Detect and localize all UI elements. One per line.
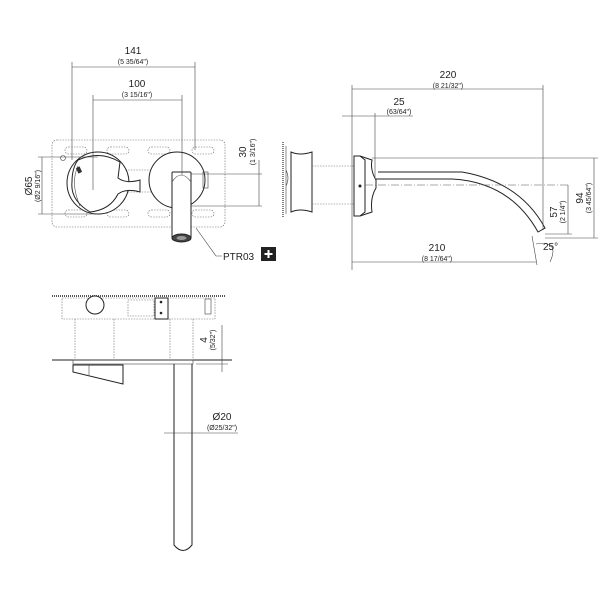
- svg-text:25°: 25°: [543, 242, 558, 253]
- lever-underside: [72, 364, 124, 385]
- dimension-100: 100 (3 15/16"): [92, 79, 183, 190]
- dimension-25: 25 (63/64"): [342, 97, 413, 178]
- svg-text:Ø20: Ø20: [213, 412, 232, 423]
- dimension-30: 30 (1 3/16"): [238, 139, 260, 206]
- dimension-141: 141 (5 35/64"): [71, 46, 196, 160]
- svg-text:94: 94: [575, 192, 586, 204]
- svg-text:Ø65: Ø65: [24, 176, 35, 195]
- front-view: 141 (5 35/64") 100 (3 15/16") Ø65 (Ø2 9/…: [24, 46, 276, 263]
- svg-text:(3 45/64"): (3 45/64"): [586, 183, 593, 214]
- svg-text:220: 220: [440, 70, 457, 81]
- dimension-57: 57 (2 1/4"): [545, 185, 572, 235]
- valve-housing: [61, 297, 216, 320]
- valve-body: [290, 151, 313, 213]
- dimension-diameter-20: Ø20 (Ø25/32"): [164, 412, 238, 434]
- svg-text:(3 15/16"): (3 15/16"): [122, 92, 153, 99]
- svg-text:25: 25: [393, 97, 405, 108]
- svg-text:100: 100: [129, 79, 146, 90]
- dimension-diameter-65: Ø65 (Ø2 9/16"): [24, 156, 98, 215]
- svg-text:(5 35/64"): (5 35/64"): [118, 59, 149, 66]
- svg-text:PTR03: PTR03: [223, 252, 255, 263]
- svg-text:(2 1/4"): (2 1/4"): [560, 201, 567, 224]
- spout-side: [375, 171, 546, 233]
- dimension-210: 210 (8 17/64"): [352, 235, 538, 266]
- dimension-4: 4 (5/32"): [196, 325, 228, 372]
- part-callout: PTR03: [195, 227, 276, 263]
- dimension-220: 220 (8 21/32"): [351, 70, 544, 270]
- svg-text:(Ø2 9/16"): (Ø2 9/16"): [35, 170, 42, 202]
- mounting-plate: [51, 139, 226, 228]
- svg-text:57: 57: [549, 206, 560, 218]
- svg-text:(63/64"): (63/64"): [387, 109, 412, 116]
- plus-icon: [261, 247, 276, 261]
- svg-text:(1 3/16"): (1 3/16"): [250, 139, 257, 166]
- svg-text:(Ø25/32"): (Ø25/32"): [207, 425, 237, 432]
- spout-bottom: [173, 364, 193, 551]
- svg-text:210: 210: [429, 243, 446, 254]
- svg-text:141: 141: [125, 46, 142, 57]
- svg-text:(5/32"): (5/32"): [210, 330, 217, 351]
- svg-text:4: 4: [199, 337, 210, 343]
- bottom-view: 4 (5/32") Ø20 (Ø25/32"): [52, 295, 238, 551]
- spout-front: [171, 171, 192, 239]
- angle-25: 25°: [535, 242, 558, 263]
- dimension-94: 94 (3 45/64"): [372, 157, 598, 239]
- side-view: 220 (8 21/32") 25 (63/64") 94 (3 45/64")…: [282, 70, 598, 270]
- mixer-lever: [71, 155, 141, 213]
- svg-text:(8 21/32"): (8 21/32"): [433, 83, 464, 90]
- svg-text:30: 30: [238, 146, 249, 158]
- svg-text:(8 17/64"): (8 17/64"): [422, 256, 453, 263]
